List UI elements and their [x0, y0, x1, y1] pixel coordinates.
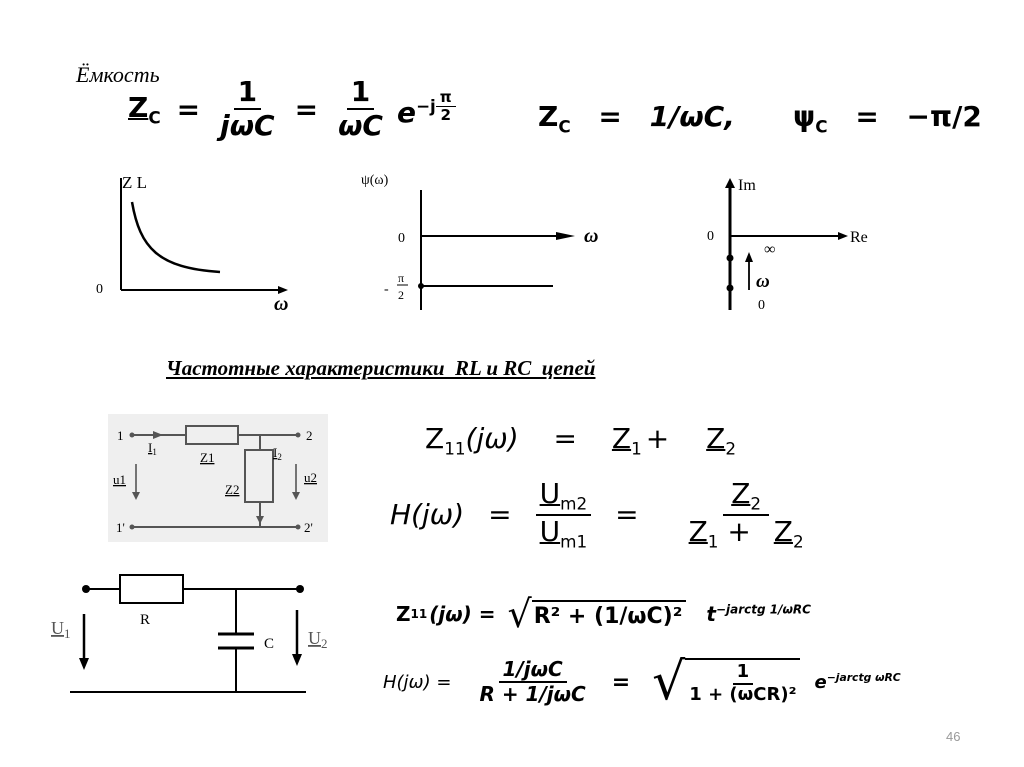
circuit-rc-u2-label: U2 [308, 628, 328, 651]
graph-psi-x-label: ω [584, 225, 598, 247]
graph-phasor-im: Im [738, 177, 756, 194]
graph-zc-y-label: Z L [122, 173, 147, 192]
heading-capacitance: Ёмкость [76, 62, 160, 87]
circuit-rc-u1-label: U1 [51, 618, 71, 641]
circuit-node-2p: 2' [304, 520, 313, 535]
circuit-node-1: 1 [117, 428, 124, 443]
graph-phasor-inf: ∞ [764, 241, 775, 258]
graph-zc-x-label: ω [274, 293, 288, 315]
graph-zc: Z L 0 ω [96, 173, 288, 315]
circuit-z1-label: Z1 [200, 450, 214, 465]
circuit-z2-label: Z2 [225, 482, 239, 497]
graph-phasor: Im Re 0 ∞ ω 0 [707, 177, 868, 313]
circuit-general: 1 2 1' 2' I1 I2 Z1 Z2 u1 u2 [108, 414, 328, 542]
formula-zc-modulus: ZC = 1/ωC, [538, 100, 735, 137]
graph-phasor-zero-b: 0 [758, 298, 765, 313]
page-number: 46 [946, 729, 961, 744]
graph-psi-pi: π [398, 271, 404, 285]
section-title: Частотные характеристики RL и RC цепей [166, 356, 596, 380]
graph-psi-minus: - [384, 282, 389, 297]
graph-phasor-omega: ω [756, 271, 770, 292]
graph-psi: ψ(ω) 0 - π 2 ω [361, 173, 598, 310]
circuit-i1: I1 [148, 440, 157, 457]
circuit-u2-label: u2 [304, 470, 317, 485]
circuit-i2: I2 [273, 445, 282, 462]
graph-zc-zero: 0 [96, 282, 103, 297]
graph-phasor-re: Re [850, 229, 868, 246]
formula-z11-general: Z11(jω) = Z1+ Z2 [425, 422, 737, 459]
circuit-u1-label: u1 [113, 472, 126, 487]
graph-phasor-zero: 0 [707, 229, 714, 244]
formula-h-rc: H(jω) = 1/jωC R + 1/jωC = √ 1 1 + (ωCR)²… [383, 652, 901, 712]
circuit-rc: R C U1 U2 [51, 574, 328, 693]
graph-psi-two: 2 [398, 288, 404, 302]
circuit-rc-c-label: C [264, 636, 274, 652]
circuit-node-1p: 1' [116, 520, 125, 535]
graph-psi-y-label: ψ(ω) [361, 173, 389, 188]
circuit-rc-r-label: R [140, 612, 150, 628]
circuit-node-2: 2 [306, 428, 313, 443]
formula-h-general: H(jω) = Um2 Um1 = Z2 Z1 + Z2 [390, 477, 804, 552]
formula-psi: ψC = −π/2 [793, 100, 982, 137]
graph-psi-zero: 0 [398, 231, 405, 246]
